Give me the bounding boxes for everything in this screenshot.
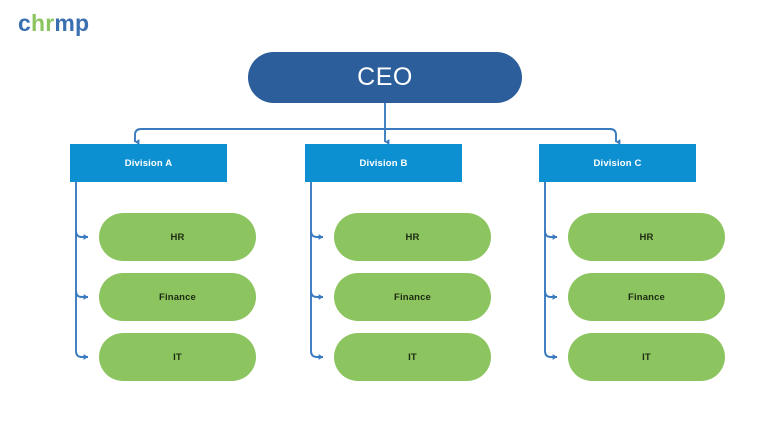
logo-text-part-3: mp: [54, 10, 90, 36]
node-division-c-team-hr[interactable]: HR: [568, 213, 725, 261]
connector-division-c-to-hr: [544, 230, 558, 240]
connector-division-a-to-hr: [75, 230, 89, 240]
node-division-a[interactable]: Division A: [70, 144, 227, 182]
node-division-a-team-finance-label: Finance: [159, 291, 196, 303]
node-division-a-team-hr-label: HR: [170, 231, 185, 243]
node-division-a-team-finance[interactable]: Finance: [99, 273, 256, 321]
node-division-c-team-hr-label: HR: [639, 231, 654, 243]
chrmp-logo: chrmp: [18, 12, 89, 35]
connector-division-b-to-finance: [310, 290, 324, 300]
node-division-b-team-finance-label: Finance: [394, 291, 431, 303]
node-division-b-team-finance[interactable]: Finance: [334, 273, 491, 321]
node-division-b-team-it[interactable]: IT: [334, 333, 491, 381]
connector-division-b-to-hr: [310, 230, 324, 240]
logo-text-part-2: hr: [31, 10, 55, 36]
node-division-a-team-hr[interactable]: HR: [99, 213, 256, 261]
node-division-c[interactable]: Division C: [539, 144, 696, 182]
node-division-c-team-it-label: IT: [642, 351, 651, 363]
connector-division-a-to-finance: [75, 290, 89, 300]
connector-division-c-to-finance: [544, 290, 558, 300]
connector-division-b-rail: [310, 182, 324, 360]
node-division-b-team-it-label: IT: [408, 351, 417, 363]
node-division-b-team-hr[interactable]: HR: [334, 213, 491, 261]
node-division-b-team-hr-label: HR: [405, 231, 420, 243]
node-division-c-team-it[interactable]: IT: [568, 333, 725, 381]
node-division-c-label: Division C: [593, 157, 642, 169]
node-division-b[interactable]: Division B: [305, 144, 462, 182]
node-division-a-team-it[interactable]: IT: [99, 333, 256, 381]
node-division-c-team-finance[interactable]: Finance: [568, 273, 725, 321]
node-division-b-label: Division B: [359, 157, 408, 169]
node-division-a-label: Division A: [124, 157, 173, 169]
connector-ceo-to-division-a: [134, 128, 385, 145]
node-division-c-team-finance-label: Finance: [628, 291, 665, 303]
connector-division-c-rail: [544, 182, 558, 360]
node-division-a-team-it-label: IT: [173, 351, 182, 363]
connector-ceo-to-division-c: [385, 128, 621, 145]
node-ceo[interactable]: CEO: [248, 52, 522, 103]
logo-text-part-1: c: [18, 10, 31, 36]
node-ceo-label: CEO: [357, 63, 413, 91]
connector-division-a-rail: [75, 182, 89, 360]
